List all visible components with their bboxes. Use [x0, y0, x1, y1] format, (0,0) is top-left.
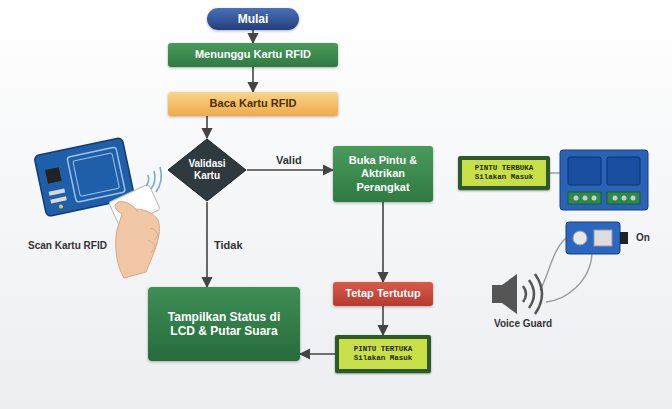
lcd-display: PINTU TERTUKASilakan Masuk	[335, 335, 431, 373]
decision-diamond: Validasi Kartu	[167, 138, 247, 202]
node-text: Tetap Tertutup	[345, 287, 420, 300]
lcd-text: PINTU TERTUKA	[354, 345, 413, 354]
speaker-icon	[492, 274, 542, 314]
flow-arrow	[206, 116, 208, 138]
diamond-shape	[168, 139, 246, 201]
wireless-waves	[146, 167, 161, 192]
flow-arrow	[247, 169, 333, 171]
flow-arrow	[252, 30, 254, 43]
node-text: Menunggu Kartu RFID	[195, 48, 311, 61]
edge-label: Valid	[276, 154, 302, 166]
process-box: Tampilkan Status di LCD & Putar Suara	[148, 287, 300, 361]
flow-arrow	[252, 67, 254, 92]
node-text: Baca Kartu RFID	[210, 97, 297, 110]
relay-module	[560, 150, 648, 210]
lcd-display: PINTU TERBUKASilakan Masuk	[458, 156, 550, 190]
edge-label: Tidak	[214, 239, 243, 251]
caption-label: On	[636, 232, 650, 243]
hand	[115, 202, 159, 278]
caption-label: Scan Kartu RFID	[28, 240, 107, 251]
flow-arrow	[382, 202, 384, 282]
flow-arrow	[382, 306, 384, 335]
process-box: Tetap Tertutup	[333, 282, 433, 306]
process-box: Menunggu Kartu RFID	[168, 43, 338, 67]
lcd-text: Silakan Masuk	[354, 354, 413, 363]
flow-arrow	[300, 353, 335, 355]
node-text: Mulai	[238, 12, 269, 26]
start-terminal: Mulai	[207, 8, 299, 30]
lcd-text: Silakan Masuk	[475, 173, 534, 182]
caption-label: Voice Guard	[494, 318, 552, 329]
process-box: Buka Pintu & Aktrikan Perangkat	[333, 146, 433, 202]
process-box: Baca Kartu RFID	[168, 92, 338, 116]
lcd-text: PINTU TERBUKA	[475, 164, 534, 173]
flow-arrow	[206, 202, 208, 287]
node-text: Tampilkan Status di LCD & Putar Suara	[166, 310, 282, 339]
node-text: Buka Pintu & Aktrikan Perangkat	[341, 154, 425, 194]
node-text: Validasi Kartu	[181, 158, 233, 182]
sensor-module	[566, 222, 628, 254]
